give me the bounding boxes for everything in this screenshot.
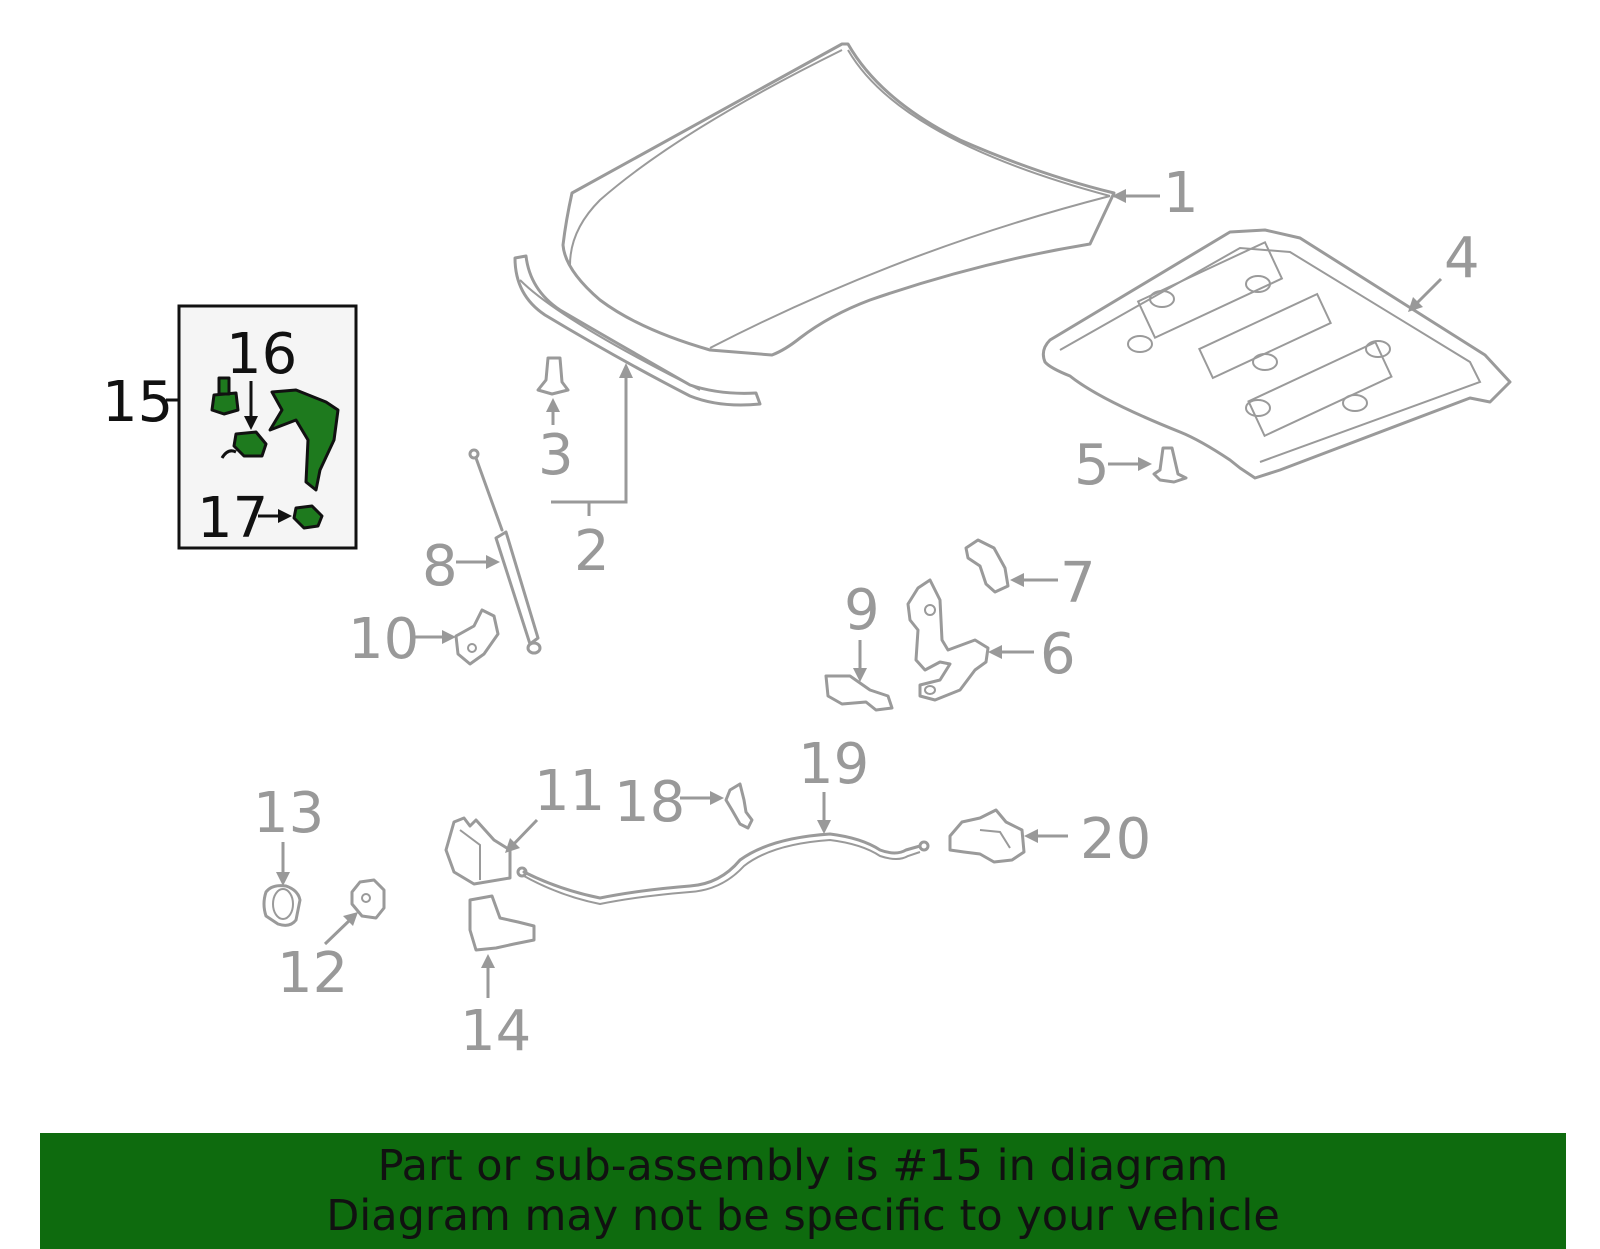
part-15-bracket <box>268 388 340 492</box>
banner-line-1: Part or sub-assembly is #15 in diagram <box>377 1141 1229 1191</box>
callout-5[interactable]: 5 <box>1074 433 1110 498</box>
part-9-bracket <box>824 674 894 712</box>
part-1-hood <box>561 42 1116 357</box>
callout-17[interactable]: 17 <box>197 486 268 551</box>
arrow-2 <box>619 363 633 378</box>
part-20-handle <box>948 808 1026 864</box>
arrow-14 <box>481 954 495 968</box>
callout-14[interactable]: 14 <box>460 999 531 1064</box>
arrow-18 <box>710 791 724 805</box>
part-17-bumper <box>292 504 324 530</box>
part-15-assembly[interactable] <box>210 376 340 530</box>
callout-13[interactable]: 13 <box>253 781 324 846</box>
part-10-bracket <box>454 608 500 666</box>
arrow-4 <box>1408 297 1423 312</box>
callout-11[interactable]: 11 <box>534 759 605 824</box>
part-16-grommet <box>232 430 268 458</box>
callout-15[interactable]: 15 <box>102 370 173 435</box>
arrow-11 <box>505 838 520 853</box>
arrow-6 <box>988 645 1002 659</box>
part-7-bracket <box>964 538 1010 594</box>
leader-2 <box>551 370 628 504</box>
callout-7[interactable]: 7 <box>1060 551 1096 616</box>
part-16-spring <box>220 449 237 459</box>
arrow-3 <box>546 398 560 412</box>
arrow-13 <box>276 872 290 886</box>
callout-1[interactable]: 1 <box>1163 161 1199 226</box>
part-16-bolt <box>210 391 240 416</box>
callout-9[interactable]: 9 <box>844 578 880 643</box>
callout-16[interactable]: 16 <box>226 322 297 387</box>
part-19-cable <box>516 832 930 906</box>
info-banner: Part or sub-assembly is #15 in diagram D… <box>40 1133 1566 1249</box>
arrow-10 <box>442 630 456 644</box>
callout-20[interactable]: 20 <box>1080 807 1151 872</box>
part-12-bumper <box>350 878 386 920</box>
arrow-16 <box>244 416 258 430</box>
arrow-19 <box>817 820 831 834</box>
callout-6[interactable]: 6 <box>1040 622 1076 687</box>
callout-10[interactable]: 10 <box>348 607 419 672</box>
part-18-clip <box>724 782 754 830</box>
part-3-clip <box>536 356 570 396</box>
callout-19[interactable]: 19 <box>798 732 869 797</box>
part-16-bolt-head <box>217 376 231 396</box>
part-5-clip <box>1152 446 1188 484</box>
part-11-latch <box>444 816 512 886</box>
part-14-support <box>468 894 536 952</box>
callout-18[interactable]: 18 <box>614 770 685 835</box>
callout-8[interactable]: 8 <box>422 534 458 599</box>
part-8-strut <box>468 448 542 655</box>
banner-line-2: Diagram may not be specific to your vehi… <box>326 1191 1280 1241</box>
arrow-17 <box>278 509 292 523</box>
part-13-cap <box>262 884 302 927</box>
callout-2[interactable]: 2 <box>574 519 610 584</box>
leader-12 <box>323 916 354 946</box>
arrow-5 <box>1138 457 1152 471</box>
callout-12[interactable]: 12 <box>277 941 348 1006</box>
arrow-12 <box>343 912 358 926</box>
callout-3[interactable]: 3 <box>538 423 574 488</box>
callout-4[interactable]: 4 <box>1444 226 1480 291</box>
arrow-9 <box>853 668 867 682</box>
arrow-1 <box>1112 189 1126 203</box>
arrow-7 <box>1010 573 1024 587</box>
arrow-8 <box>486 555 500 569</box>
part-4-insulator <box>1041 228 1512 480</box>
part-6-hinge <box>906 578 990 702</box>
arrow-20 <box>1024 829 1038 843</box>
part-2-hood-seal <box>513 254 762 407</box>
